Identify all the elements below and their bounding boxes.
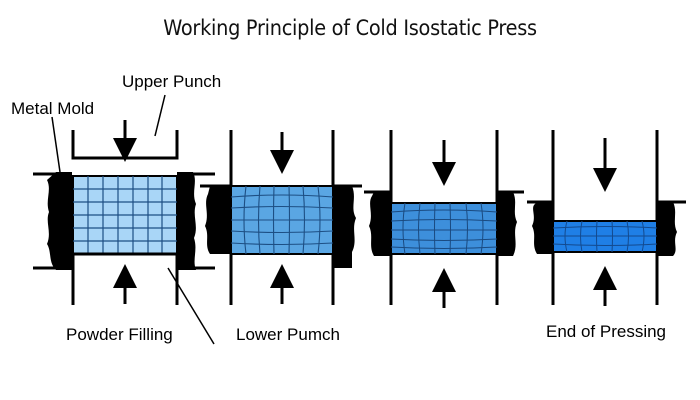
leader-upper-punch (154, 94, 166, 137)
leader-powder-filling (167, 267, 215, 345)
powder-block (390, 202, 498, 255)
stage-2-pressing-start (200, 130, 362, 305)
stage-4-end-of-pressing (527, 130, 686, 306)
stage-1-powder-filling (33, 94, 215, 345)
stage-3-pressing-mid (364, 130, 524, 308)
lower-punch (71, 252, 179, 305)
label-upper-punch: Upper Punch (122, 72, 222, 91)
label-end-of-pressing: End of Pressing (546, 322, 667, 341)
metal-mold-left-fill (47, 172, 72, 270)
label-metal-mold: Metal Mold (11, 99, 95, 118)
diagram-title: Working Principle of Cold Isostatic Pres… (163, 16, 537, 40)
leader-metal-mold (51, 116, 61, 173)
label-lower-punch: Lower Pumch (236, 325, 340, 344)
label-powder-filling: Powder Filling (66, 325, 173, 344)
metal-mold-right-fill (177, 172, 196, 270)
